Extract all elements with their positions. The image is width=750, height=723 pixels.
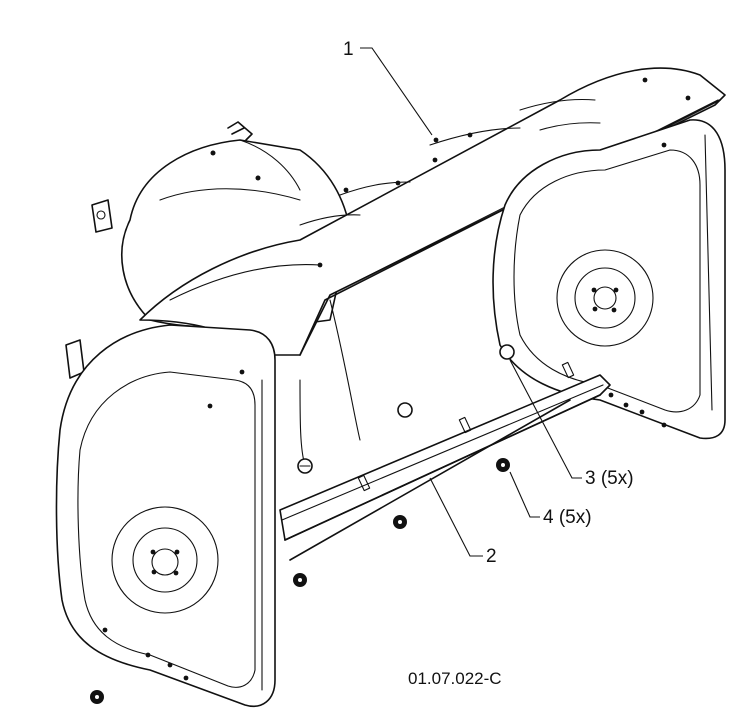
nuts: [90, 458, 510, 704]
reference-code: 01.07.022-C: [408, 669, 502, 688]
right-side-panel: [492, 119, 726, 440]
scraper-bar: [279, 361, 611, 561]
rear-panel-studs: [297, 299, 515, 474]
leader-4: [509, 471, 540, 518]
leader-3: [509, 359, 582, 479]
leader-1: [360, 47, 433, 136]
callout-3: 3 (5x): [585, 468, 634, 489]
callout-4: 4 (5x): [543, 507, 592, 528]
callout-2: 2: [486, 546, 497, 567]
leader-2: [429, 477, 483, 557]
left-side-panel: [55, 324, 276, 707]
callout-1: 1: [343, 39, 354, 60]
